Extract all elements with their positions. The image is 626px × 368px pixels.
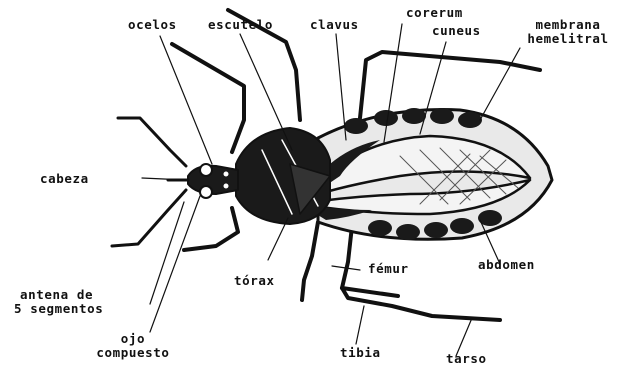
label-corerum: corerum xyxy=(406,6,463,19)
label-ojo-line2: compuesto xyxy=(78,346,188,359)
label-cabeza: cabeza xyxy=(40,172,89,185)
label-tarso: tarso xyxy=(446,352,487,365)
label-tibia: tibia xyxy=(340,346,381,359)
label-ojo-line1: ojo xyxy=(78,332,188,345)
label-membrana: membrana xyxy=(515,18,621,31)
label-abdomen: abdomen xyxy=(478,258,535,271)
head-shape xyxy=(188,166,238,194)
label-antena-line1: antena de xyxy=(20,288,93,301)
label-torax: tórax xyxy=(234,274,275,287)
label-escutelo: escutelo xyxy=(208,18,273,31)
label-clavus: clavus xyxy=(310,18,359,31)
label-antena-line2: 5 segmentos xyxy=(14,302,103,315)
antennae xyxy=(112,118,186,246)
label-cuneus: cuneus xyxy=(432,24,481,37)
label-hemelitral: hemelitral xyxy=(515,32,621,45)
label-ocelos: ocelos xyxy=(128,18,177,31)
label-femur: fémur xyxy=(368,262,409,275)
